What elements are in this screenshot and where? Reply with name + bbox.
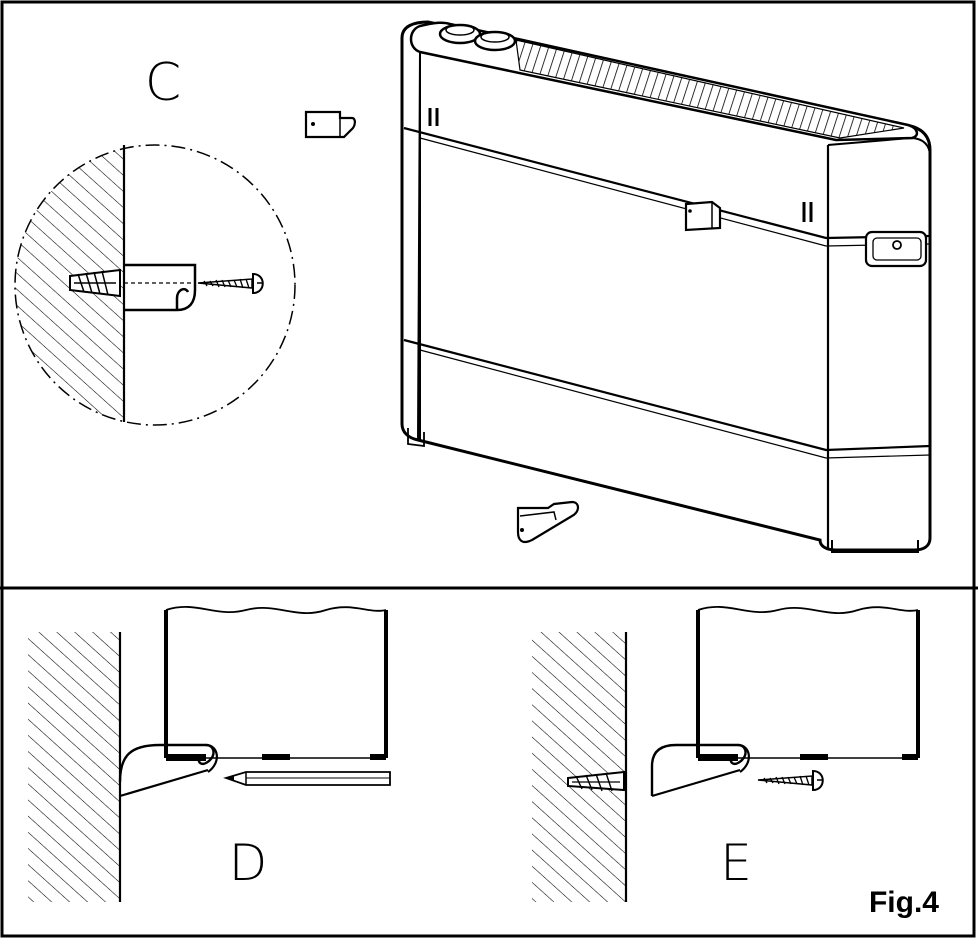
- pencil-icon: [223, 771, 391, 786]
- loose-bracket-top-icon: [304, 110, 356, 139]
- control-knob-icon: [438, 23, 517, 52]
- cutaway-edge-d: [165, 606, 387, 614]
- alignment-mark-icon: [428, 108, 813, 222]
- heater-left-end: [401, 38, 421, 442]
- figure-label: Fig.4: [869, 886, 939, 919]
- heater-vent-grille: [515, 39, 905, 139]
- wall-section-d: [28, 632, 120, 902]
- panel-c: C: [14, 53, 356, 426]
- heater-unit: [400, 20, 932, 553]
- wall-plug-e-icon: [567, 770, 625, 792]
- wall-section-e: [532, 632, 626, 902]
- panel-e-letter: E: [720, 834, 752, 892]
- mounted-bracket-icon: [684, 200, 722, 232]
- panel-d-letter: D: [229, 834, 268, 892]
- panel-d: D: [28, 606, 391, 902]
- loose-bracket-bottom-icon: [516, 500, 580, 544]
- screw-icon: [197, 272, 264, 295]
- power-switch-icon: [864, 230, 928, 268]
- cutaway-edge-e: [697, 606, 919, 614]
- detail-circle: [14, 144, 296, 426]
- screw-e-icon: [757, 769, 824, 792]
- bracket-detail-icon: [124, 263, 197, 312]
- panel-e: E: [532, 606, 920, 902]
- panel-c-letter: C: [145, 53, 181, 113]
- wall-plug-icon: [69, 268, 121, 298]
- seam-lower: [403, 338, 931, 452]
